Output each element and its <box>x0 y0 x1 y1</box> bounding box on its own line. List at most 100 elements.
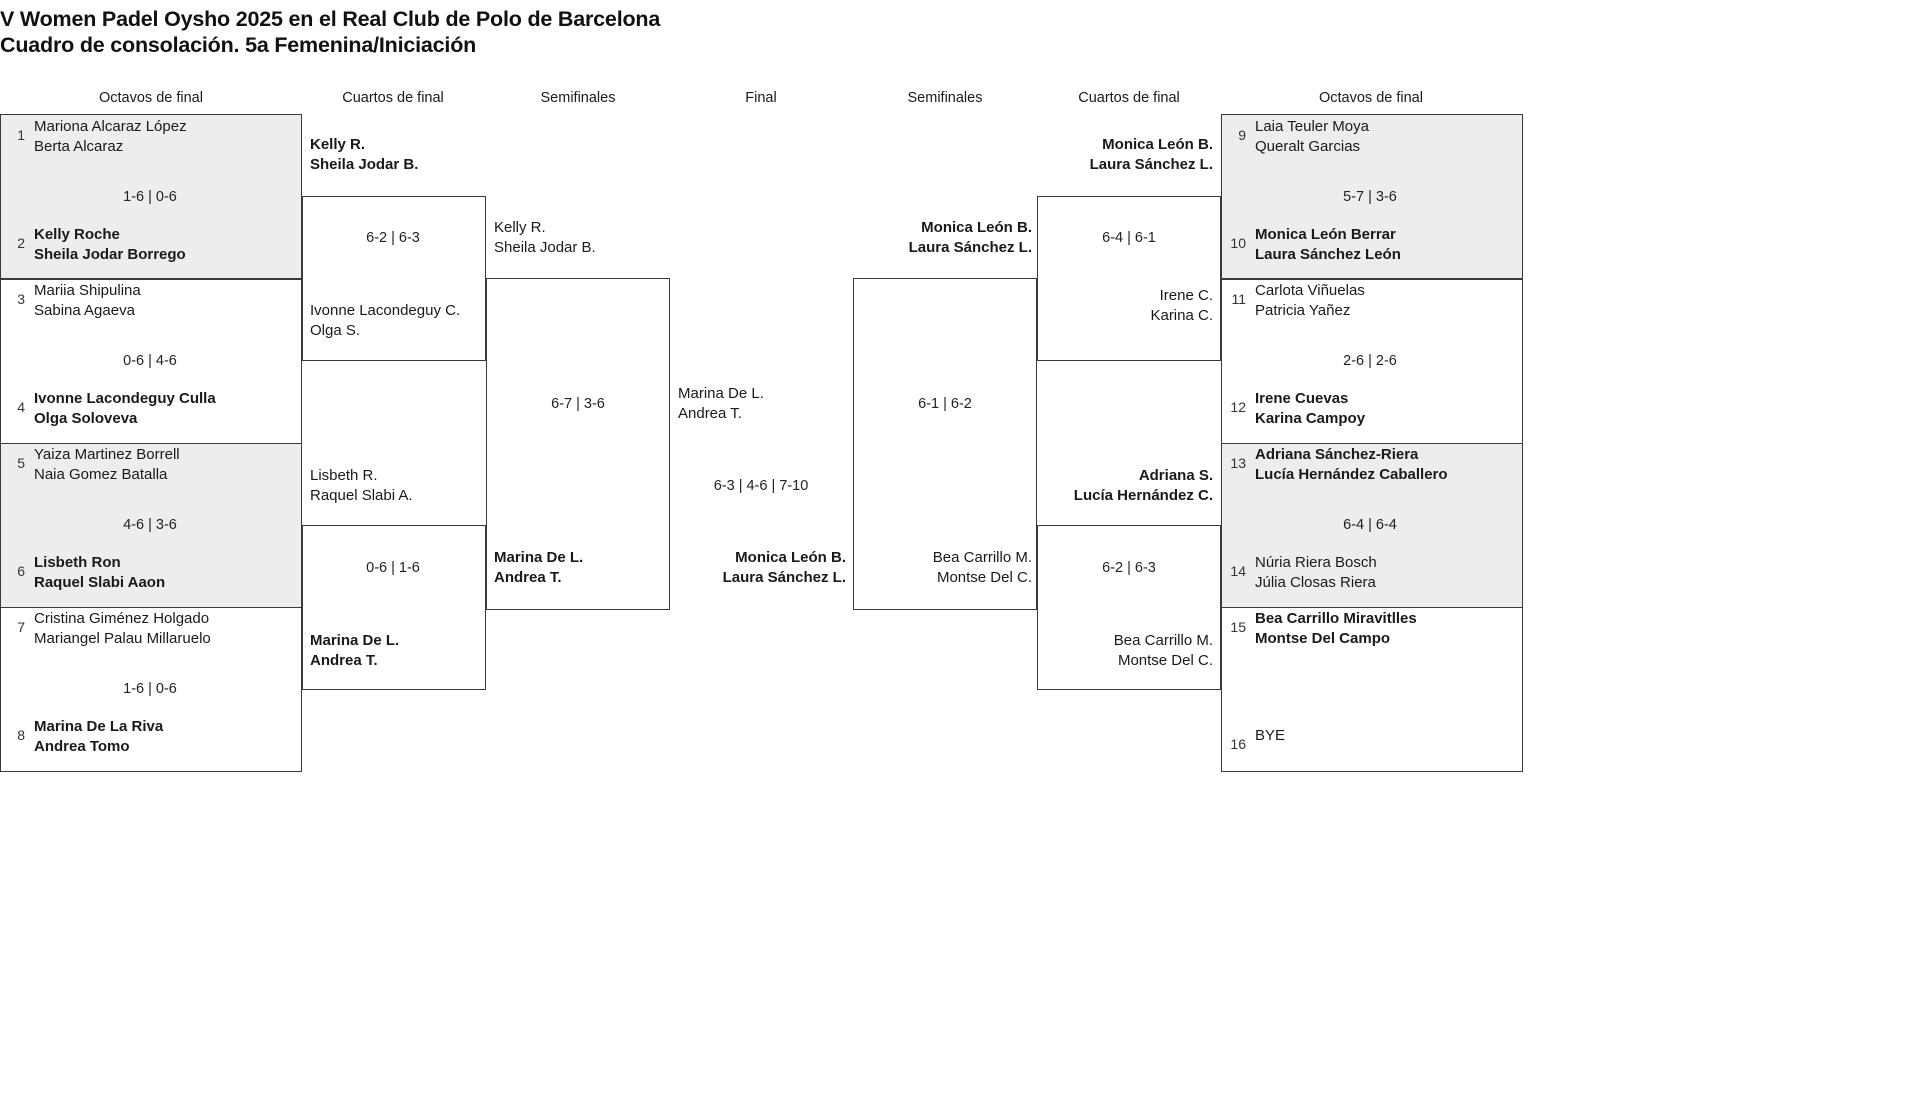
left-qf-score-2: 0-6 | 1-6 <box>366 560 420 576</box>
left-qf-entry-1[interactable]: Kelly R. Sheila Jodar B. <box>310 135 490 174</box>
right-r16-entry-11[interactable]: 11 Carlota Viñuelas Patricia Yañez <box>1226 281 1518 320</box>
seed-number: 13 <box>1230 455 1246 471</box>
player-name-1: Lisbeth R. <box>310 467 378 484</box>
player-name-2: Berta Alcaraz <box>34 137 124 155</box>
player-name-2: Montse Del Campo <box>1255 629 1391 647</box>
right-r16-entry-10[interactable]: 10 Monica León Berrar Laura Sánchez León <box>1226 225 1518 264</box>
player-name-2: Patricia Yañez <box>1255 301 1351 319</box>
player-name-2: Montse Del C. <box>1117 651 1213 669</box>
left-r16-entry-3[interactable]: 3 Mariia Shipulina Sabina Agaeva <box>5 281 295 320</box>
seed-number: 5 <box>17 455 25 471</box>
left-qf-entry-3[interactable]: Lisbeth R. Raquel Slabi A. <box>310 466 490 505</box>
right-r16-match-1-box[interactable] <box>1221 114 1523 279</box>
left-r16-score-1: 1-6 | 0-6 <box>123 189 177 205</box>
right-r16-entry-16[interactable]: 16 BYE <box>1226 726 1518 754</box>
left-sf-entry-1[interactable]: Kelly R. Sheila Jodar B. <box>494 218 674 257</box>
round-header-left-r16: Octavos de final <box>99 90 203 106</box>
left-qf-match-2-box[interactable] <box>302 525 486 690</box>
player-name-1: Kelly R. <box>310 136 366 153</box>
left-r16-entry-7[interactable]: 7 Cristina Giménez Holgado Mariangel Pal… <box>5 609 295 648</box>
player-name-2: Lucía Hernández Caballero <box>1255 465 1448 483</box>
player-name-1: Carlota Viñuelas <box>1255 282 1365 299</box>
player-name-2: Olga Soloveva <box>34 409 138 427</box>
player-name-1: Laia Teuler Moya <box>1255 118 1369 135</box>
final-entry-left[interactable]: Marina De L. Andrea T. <box>678 384 858 423</box>
player-name-2: Laura Sánchez L. <box>908 238 1032 256</box>
player-name-2: Montse Del C. <box>936 568 1032 586</box>
player-name-2: Mariangel Palau Millaruelo <box>34 629 211 647</box>
right-qf-entry-3[interactable]: Adriana S. Lucía Hernández C. <box>1041 466 1213 505</box>
player-name-2: Sheila Jodar B. <box>494 238 596 256</box>
left-qf-entry-2[interactable]: Ivonne Lacondeguy C. Olga S. <box>310 301 490 340</box>
round-header-right-sf: Semifinales <box>907 90 983 106</box>
right-r16-match-4-box[interactable] <box>1221 607 1523 772</box>
left-r16-entry-6[interactable]: 6 Lisbeth Ron Raquel Slabi Aaon <box>5 553 295 592</box>
right-qf-entry-4[interactable]: Bea Carrillo M. Montse Del C. <box>1041 631 1213 670</box>
seed-number: 2 <box>17 235 25 251</box>
player-name-2: Karina C. <box>1150 306 1213 324</box>
right-sf-entry-1[interactable]: Monica León B. Laura Sánchez L. <box>860 218 1032 257</box>
title-line-2: Cuadro de consolación. 5a Femenina/Inici… <box>0 33 477 57</box>
right-qf-score-2: 6-2 | 6-3 <box>1102 560 1156 576</box>
player-name-1: Adriana S. <box>1138 467 1213 484</box>
player-name-2: Laura Sánchez L. <box>1089 155 1213 173</box>
player-name-1: Mariona Alcaraz López <box>34 118 187 135</box>
left-sf-score: 6-7 | 3-6 <box>551 396 605 412</box>
left-r16-match-1-box[interactable] <box>0 114 302 279</box>
player-name-1: Yaiza Martinez Borrell <box>34 446 180 463</box>
round-header-right-qf: Cuartos de final <box>1078 90 1180 106</box>
player-name-2: Andrea T. <box>678 404 742 422</box>
player-name-1: Monica León B. <box>735 549 846 566</box>
player-name-2: Sabina Agaeva <box>34 301 135 319</box>
right-r16-score-2: 2-6 | 2-6 <box>1343 353 1397 369</box>
round-header-left-sf: Semifinales <box>540 90 616 106</box>
right-r16-entry-12[interactable]: 12 Irene Cuevas Karina Campoy <box>1226 389 1518 428</box>
right-qf-match-2-box[interactable] <box>1037 525 1221 690</box>
right-r16-match-3-box[interactable] <box>1221 443 1523 608</box>
final-entry-right[interactable]: Monica León B. Laura Sánchez L. <box>660 548 846 587</box>
right-r16-score-1: 5-7 | 3-6 <box>1343 189 1397 205</box>
left-r16-match-4-box[interactable] <box>0 607 302 772</box>
player-name-2: Lucía Hernández C. <box>1073 486 1213 504</box>
right-r16-entry-15[interactable]: 15 Bea Carrillo Miravitlles Montse Del C… <box>1226 609 1518 648</box>
player-name-1: Ivonne Lacondeguy C. <box>310 302 461 319</box>
player-name-2: Karina Campoy <box>1255 409 1366 427</box>
player-name-2: Andrea T. <box>494 568 562 586</box>
right-r16-match-2-box[interactable] <box>1221 279 1523 444</box>
player-name-1: Adriana Sánchez-Riera <box>1255 446 1419 463</box>
right-qf-entry-2[interactable]: Irene C. Karina C. <box>1041 286 1213 325</box>
player-name-2: Júlia Closas Riera <box>1255 573 1376 591</box>
left-qf-match-1-box[interactable] <box>302 196 486 361</box>
right-sf-match-box[interactable] <box>853 278 1037 610</box>
player-name-2: Laura Sánchez L. <box>722 568 846 586</box>
seed-number: 10 <box>1230 235 1246 251</box>
player-name-1: Marina De L. <box>494 549 584 566</box>
player-name-1: Bea Carrillo M. <box>932 549 1032 566</box>
left-qf-score-1: 6-2 | 6-3 <box>366 230 420 246</box>
seed-number: 8 <box>17 727 25 743</box>
player-name-2: Raquel Slabi Aaon <box>34 573 166 591</box>
left-r16-entry-2[interactable]: 2 Kelly Roche Sheila Jodar Borrego <box>5 225 295 264</box>
page-title: V Women Padel Oysho 2025 en el Real Club… <box>0 6 1200 58</box>
player-name-2: Raquel Slabi A. <box>310 486 413 504</box>
player-name-2: Queralt Garcias <box>1255 137 1361 155</box>
left-r16-entry-8[interactable]: 8 Marina De La Riva Andrea Tomo <box>5 717 295 756</box>
left-sf-match-box[interactable] <box>486 278 670 610</box>
right-sf-entry-2[interactable]: Bea Carrillo M. Montse Del C. <box>860 548 1032 587</box>
right-qf-match-1-box[interactable] <box>1037 196 1221 361</box>
left-r16-entry-5[interactable]: 5 Yaiza Martinez Borrell Naia Gomez Bata… <box>5 445 295 484</box>
right-r16-entry-13[interactable]: 13 Adriana Sánchez-Riera Lucía Hernández… <box>1226 445 1518 484</box>
seed-number: 1 <box>17 127 25 143</box>
player-name-1: Irene Cuevas <box>1255 390 1349 407</box>
seed-number: 9 <box>1238 127 1246 143</box>
left-qf-entry-4[interactable]: Marina De L. Andrea T. <box>310 631 490 670</box>
left-r16-match-2-box[interactable] <box>0 279 302 444</box>
right-r16-entry-9[interactable]: 9 Laia Teuler Moya Queralt Garcias <box>1226 117 1518 156</box>
seed-number: 11 <box>1231 291 1246 307</box>
seed-number: 14 <box>1230 563 1246 579</box>
left-r16-entry-4[interactable]: 4 Ivonne Lacondeguy Culla Olga Soloveva <box>5 389 295 428</box>
right-r16-entry-14[interactable]: 14 Núria Riera Bosch Júlia Closas Riera <box>1226 553 1518 592</box>
right-qf-entry-1[interactable]: Monica León B. Laura Sánchez L. <box>1041 135 1213 174</box>
left-r16-entry-1[interactable]: 1 Mariona Alcaraz López Berta Alcaraz <box>5 117 295 156</box>
left-sf-entry-2[interactable]: Marina De L. Andrea T. <box>494 548 674 587</box>
